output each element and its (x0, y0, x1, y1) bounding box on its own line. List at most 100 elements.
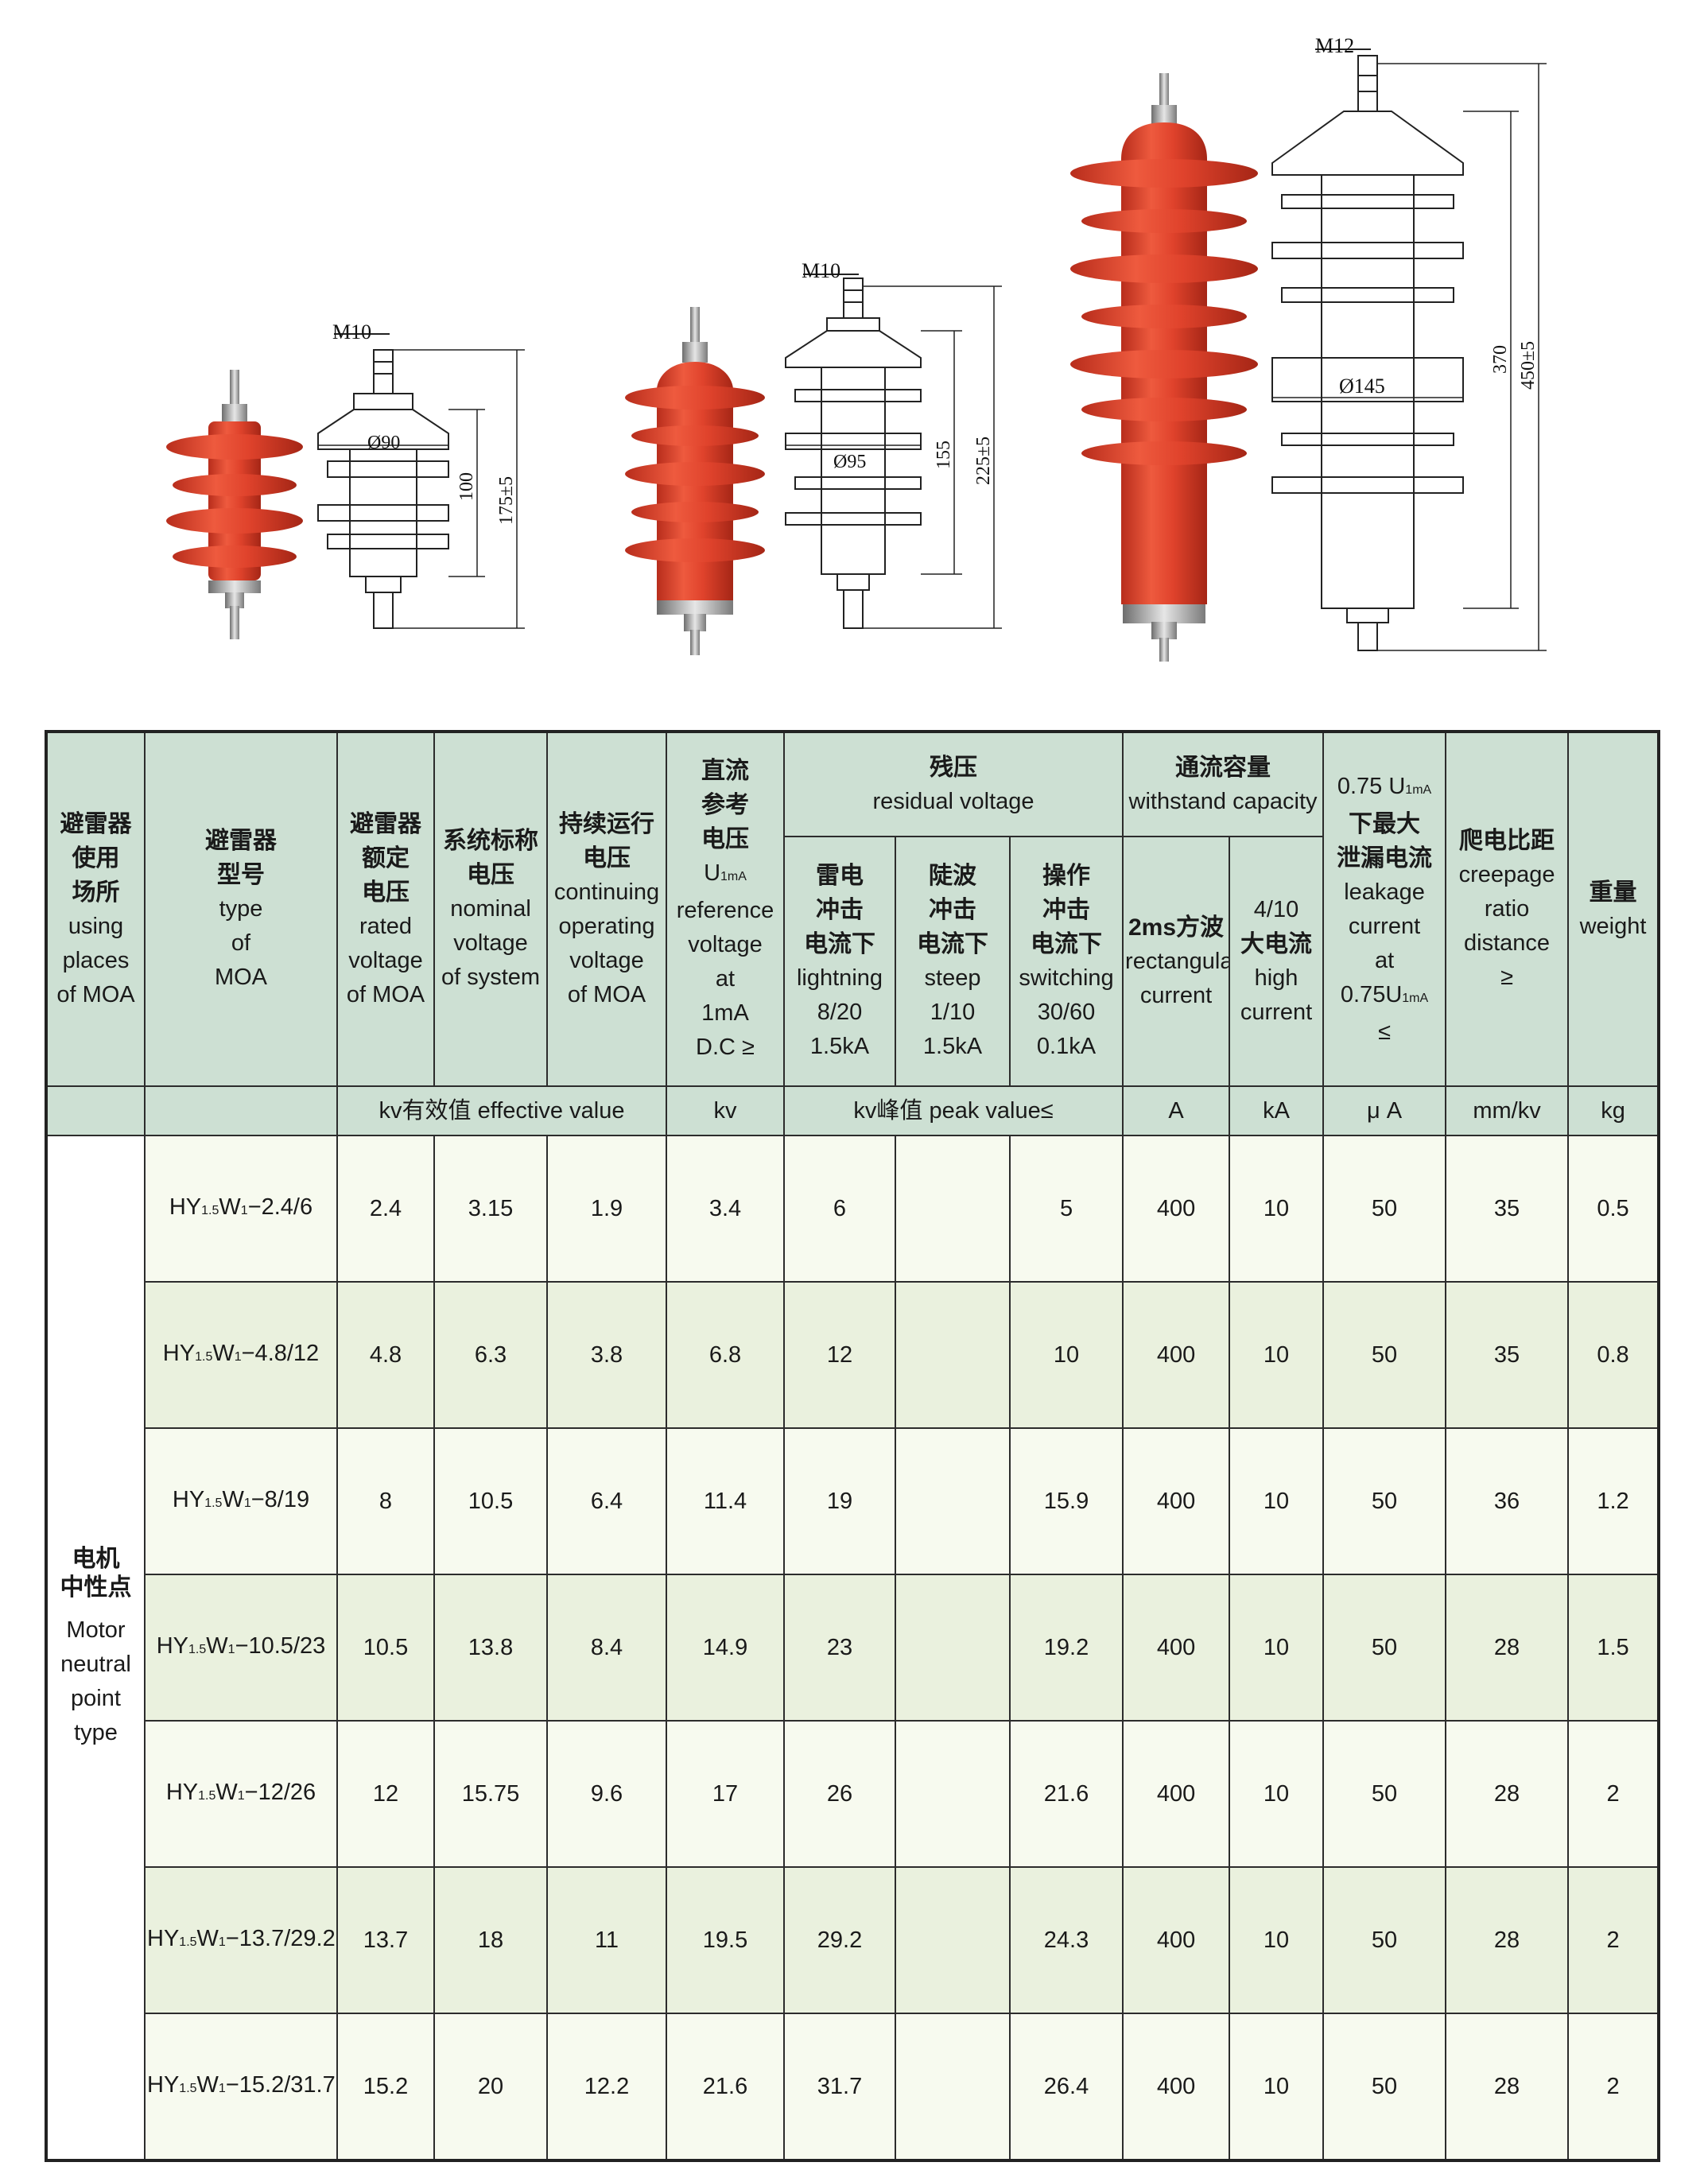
cell-switching: 26.4 (1008, 2013, 1124, 2161)
cell-rated: 10.5 (336, 1574, 435, 1722)
header-steep-cn-2: 冲击 (929, 897, 976, 923)
header-dc-cn-3: 电压 (701, 826, 749, 852)
header-residual-cn: 残压 (930, 754, 978, 781)
cell-leak: 50 (1322, 1281, 1447, 1429)
header-rect-en-1: rectangular (1125, 948, 1230, 974)
dimension-drawing-2 (785, 274, 1002, 629)
header-type-cn-2: 型号 (217, 862, 265, 888)
header-switching-en-3: 0.1kA (1036, 1034, 1097, 1059)
cell-steep (895, 1135, 1011, 1283)
header-weight: 重量 weight (1567, 731, 1660, 1087)
header-rated: 避雷器 额定 电压 rated voltage of MOA (336, 731, 435, 1087)
dimension-drawing-3 (1271, 49, 1547, 651)
drawing-2-shed-height-label: 155 (934, 441, 954, 469)
header-type-cn-1: 避雷器 (205, 828, 277, 854)
header-nominal-en-3: of system (441, 965, 541, 990)
header-leakage-en-4: 0.75U1mA (1340, 981, 1429, 1007)
cell-switching: 15.9 (1008, 1427, 1124, 1575)
header-dc-en-6: D.C ≥ (696, 1035, 755, 1060)
header-row-2: 雷电 冲击 电流下 lightning 8/20 1.5kA 陡波 冲击 电流下… (46, 836, 1659, 1087)
drawing-1-diameter-label: Ø90 (367, 433, 400, 453)
header-lightning-cn-3: 电流下 (804, 931, 875, 957)
cell-type: HY1.5W1−2.4/6 (144, 1135, 338, 1283)
cell-rect: 400 (1122, 1720, 1231, 1868)
header-high: 4/10 大电流 high current (1229, 836, 1325, 1087)
header-continuing-en-2: operating (558, 913, 655, 939)
drawing-2-thread-label: M10 (802, 259, 840, 282)
header-rect-en-2: current (1139, 982, 1213, 1008)
header-steep: 陡波 冲击 电流下 steep 1/10 1.5kA (895, 836, 1011, 1087)
header-switching-en-1: switching (1019, 965, 1114, 991)
drawing-3-total-height-label: 450±5 (1518, 341, 1539, 390)
header-leakage-en-5: ≤ (1378, 1019, 1391, 1045)
cell-switching: 19.2 (1008, 1574, 1124, 1722)
header-continuing-en-1: continuing (553, 879, 660, 905)
header-steep-cn-3: 电流下 (917, 931, 988, 957)
drawing-1-shed-height-label: 100 (456, 472, 477, 501)
unit-a: A (1122, 1085, 1231, 1136)
cell-rated: 4.8 (336, 1281, 435, 1429)
cell-switching: 24.3 (1008, 1866, 1124, 2014)
header-row-1: 避雷器 使用 场所 using places of MOA 避雷器 型号 typ… (45, 731, 1660, 1087)
arrester-photo-large (1070, 73, 1258, 662)
header-place-cn-3: 场所 (72, 879, 120, 906)
header-continuing: 持续运行 电压 continuing operating voltage of … (546, 731, 667, 1087)
cell-dc: 3.4 (666, 1135, 785, 1283)
header-type-en-2: of (231, 930, 251, 956)
header-lightning-cn-1: 雷电 (816, 863, 864, 889)
cell-nominal: 6.3 (433, 1281, 548, 1429)
header-rect: 2ms方波 rectangular current (1122, 836, 1231, 1087)
place-cell-line: 中性点 (60, 1574, 132, 1601)
header-rect-cn: 2ms方波 (1128, 914, 1225, 941)
cell-rated: 12 (336, 1720, 435, 1868)
header-leakage-cn-1: 下最大 (1349, 810, 1421, 837)
header-switching-cn-3: 电流下 (1031, 931, 1103, 957)
header-leakage-en-2: current (1348, 913, 1421, 939)
cell-continuing: 6.4 (546, 1427, 667, 1575)
cell-steep (895, 1866, 1011, 2014)
header-dc-cn-2: 参考 (701, 792, 749, 818)
cell-dc: 17 (666, 1720, 785, 1868)
cell-weight: 1.2 (1567, 1427, 1660, 1575)
header-high-en-2: current (1240, 1000, 1313, 1025)
arrester-photo-small (166, 370, 303, 639)
header-weight-cn: 重量 (1589, 879, 1637, 906)
cell-type: HY1.5W1−10.5/23 (144, 1574, 338, 1722)
place-cell-line: 电机 (72, 1546, 120, 1572)
drawing-1-thread-label: M10 (332, 320, 371, 344)
cell-continuing: 9.6 (546, 1720, 667, 1868)
header-place: 避雷器 使用 场所 using places of MOA (45, 731, 146, 1087)
cell-weight: 2 (1567, 1866, 1660, 2014)
cell-high: 10 (1229, 1720, 1325, 1868)
product-figures: M10 Ø90 100 175±5 M10 (166, 34, 1547, 662)
cell-continuing: 12.2 (546, 2013, 667, 2161)
unit-type-empty (144, 1085, 338, 1136)
cell-high: 10 (1229, 1574, 1325, 1722)
unit-ka: kA (1229, 1085, 1325, 1136)
header-continuing-en-3: voltage (569, 947, 644, 973)
cell-creep: 28 (1445, 1866, 1570, 2014)
header-type-en-1: type (219, 896, 263, 922)
cell-rated: 15.2 (336, 2013, 435, 2161)
place-cell-line: Motor (66, 1617, 126, 1643)
cell-high: 10 (1229, 1427, 1325, 1575)
header-rated-cn-3: 电压 (362, 879, 410, 906)
header-leakage: 0.75 U1mA 下最大 泄漏电流 leakage current at 0.… (1322, 731, 1447, 1087)
header-creepage-cn: 爬电比距 (1459, 828, 1555, 854)
header-rated-cn-1: 避雷器 (350, 810, 421, 837)
cell-continuing: 11 (546, 1866, 667, 2014)
cell-high: 10 (1229, 1866, 1325, 2014)
cell-steep (895, 1281, 1011, 1429)
header-dc-cn-1: 直流 (701, 758, 749, 784)
cell-continuing: 3.8 (546, 1281, 667, 1429)
cell-type: HY1.5W1−8/19 (144, 1427, 338, 1575)
cell-nominal: 3.15 (433, 1135, 548, 1283)
cell-rect: 400 (1122, 1281, 1231, 1429)
cell-lightning: 26 (783, 1720, 896, 1868)
cell-rect: 400 (1122, 1427, 1231, 1575)
header-type-en-3: MOA (214, 965, 268, 990)
cell-high: 10 (1229, 1135, 1325, 1283)
